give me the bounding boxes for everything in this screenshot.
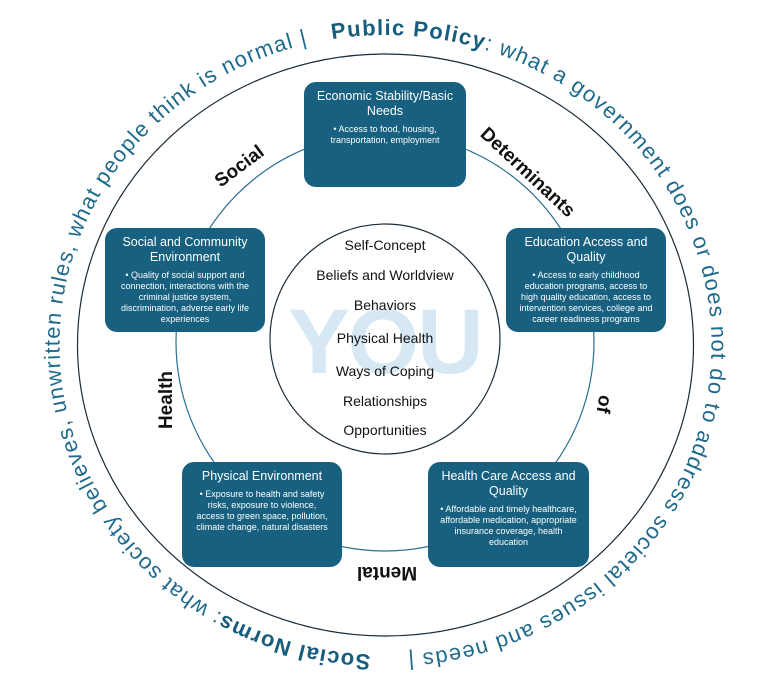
center-item: Opportunities [343,422,427,438]
box-title: Social and Community Environment [122,235,248,264]
center-item: Beliefs and Worldview [316,267,454,283]
public-policy-title: Public Policy [329,15,488,54]
box-bullet: • Exposure to health and safety risks, e… [196,489,328,532]
center-item: Behaviors [353,297,417,313]
box-bullet: • Access to early childhood education pr… [519,270,653,324]
box-social-community: Social and Community Environment • Quali… [105,228,265,332]
box-title: Economic Stability/Basic Needs [316,89,454,118]
label-of: of [591,393,616,415]
box-bullet: • Quality of social support and connecti… [120,270,250,324]
box-title: Education Access and Quality [524,235,648,264]
box-education: Education Access and Quality • Access to… [506,228,666,332]
center-item: Self-Concept [344,237,426,253]
social-norms-title: Social Norms [214,610,371,675]
inner-circle [269,223,501,455]
label-mental: Mental [356,562,418,583]
box-bullet: • Access to food, housing, transportatio… [330,124,440,145]
box-title: Health Care Access and Quality [441,469,576,498]
outer-ring [76,53,695,637]
you-watermark: YOU [288,291,483,393]
center-item: Relationships [342,393,428,409]
center-item: Physical Health [336,330,434,346]
box-bullet: • Affordable and timely healthcare, affo… [440,504,577,547]
box-title: Physical Environment [201,469,323,483]
box-physical-environment: Physical Environment • Exposure to healt… [182,462,342,567]
center-item: Ways of Coping [335,363,435,379]
box-economic-stability: Economic Stability/Basic Needs • Access … [304,82,466,187]
label-health: Health [156,370,177,430]
box-health-care: Health Care Access and Quality • Afforda… [428,462,589,567]
